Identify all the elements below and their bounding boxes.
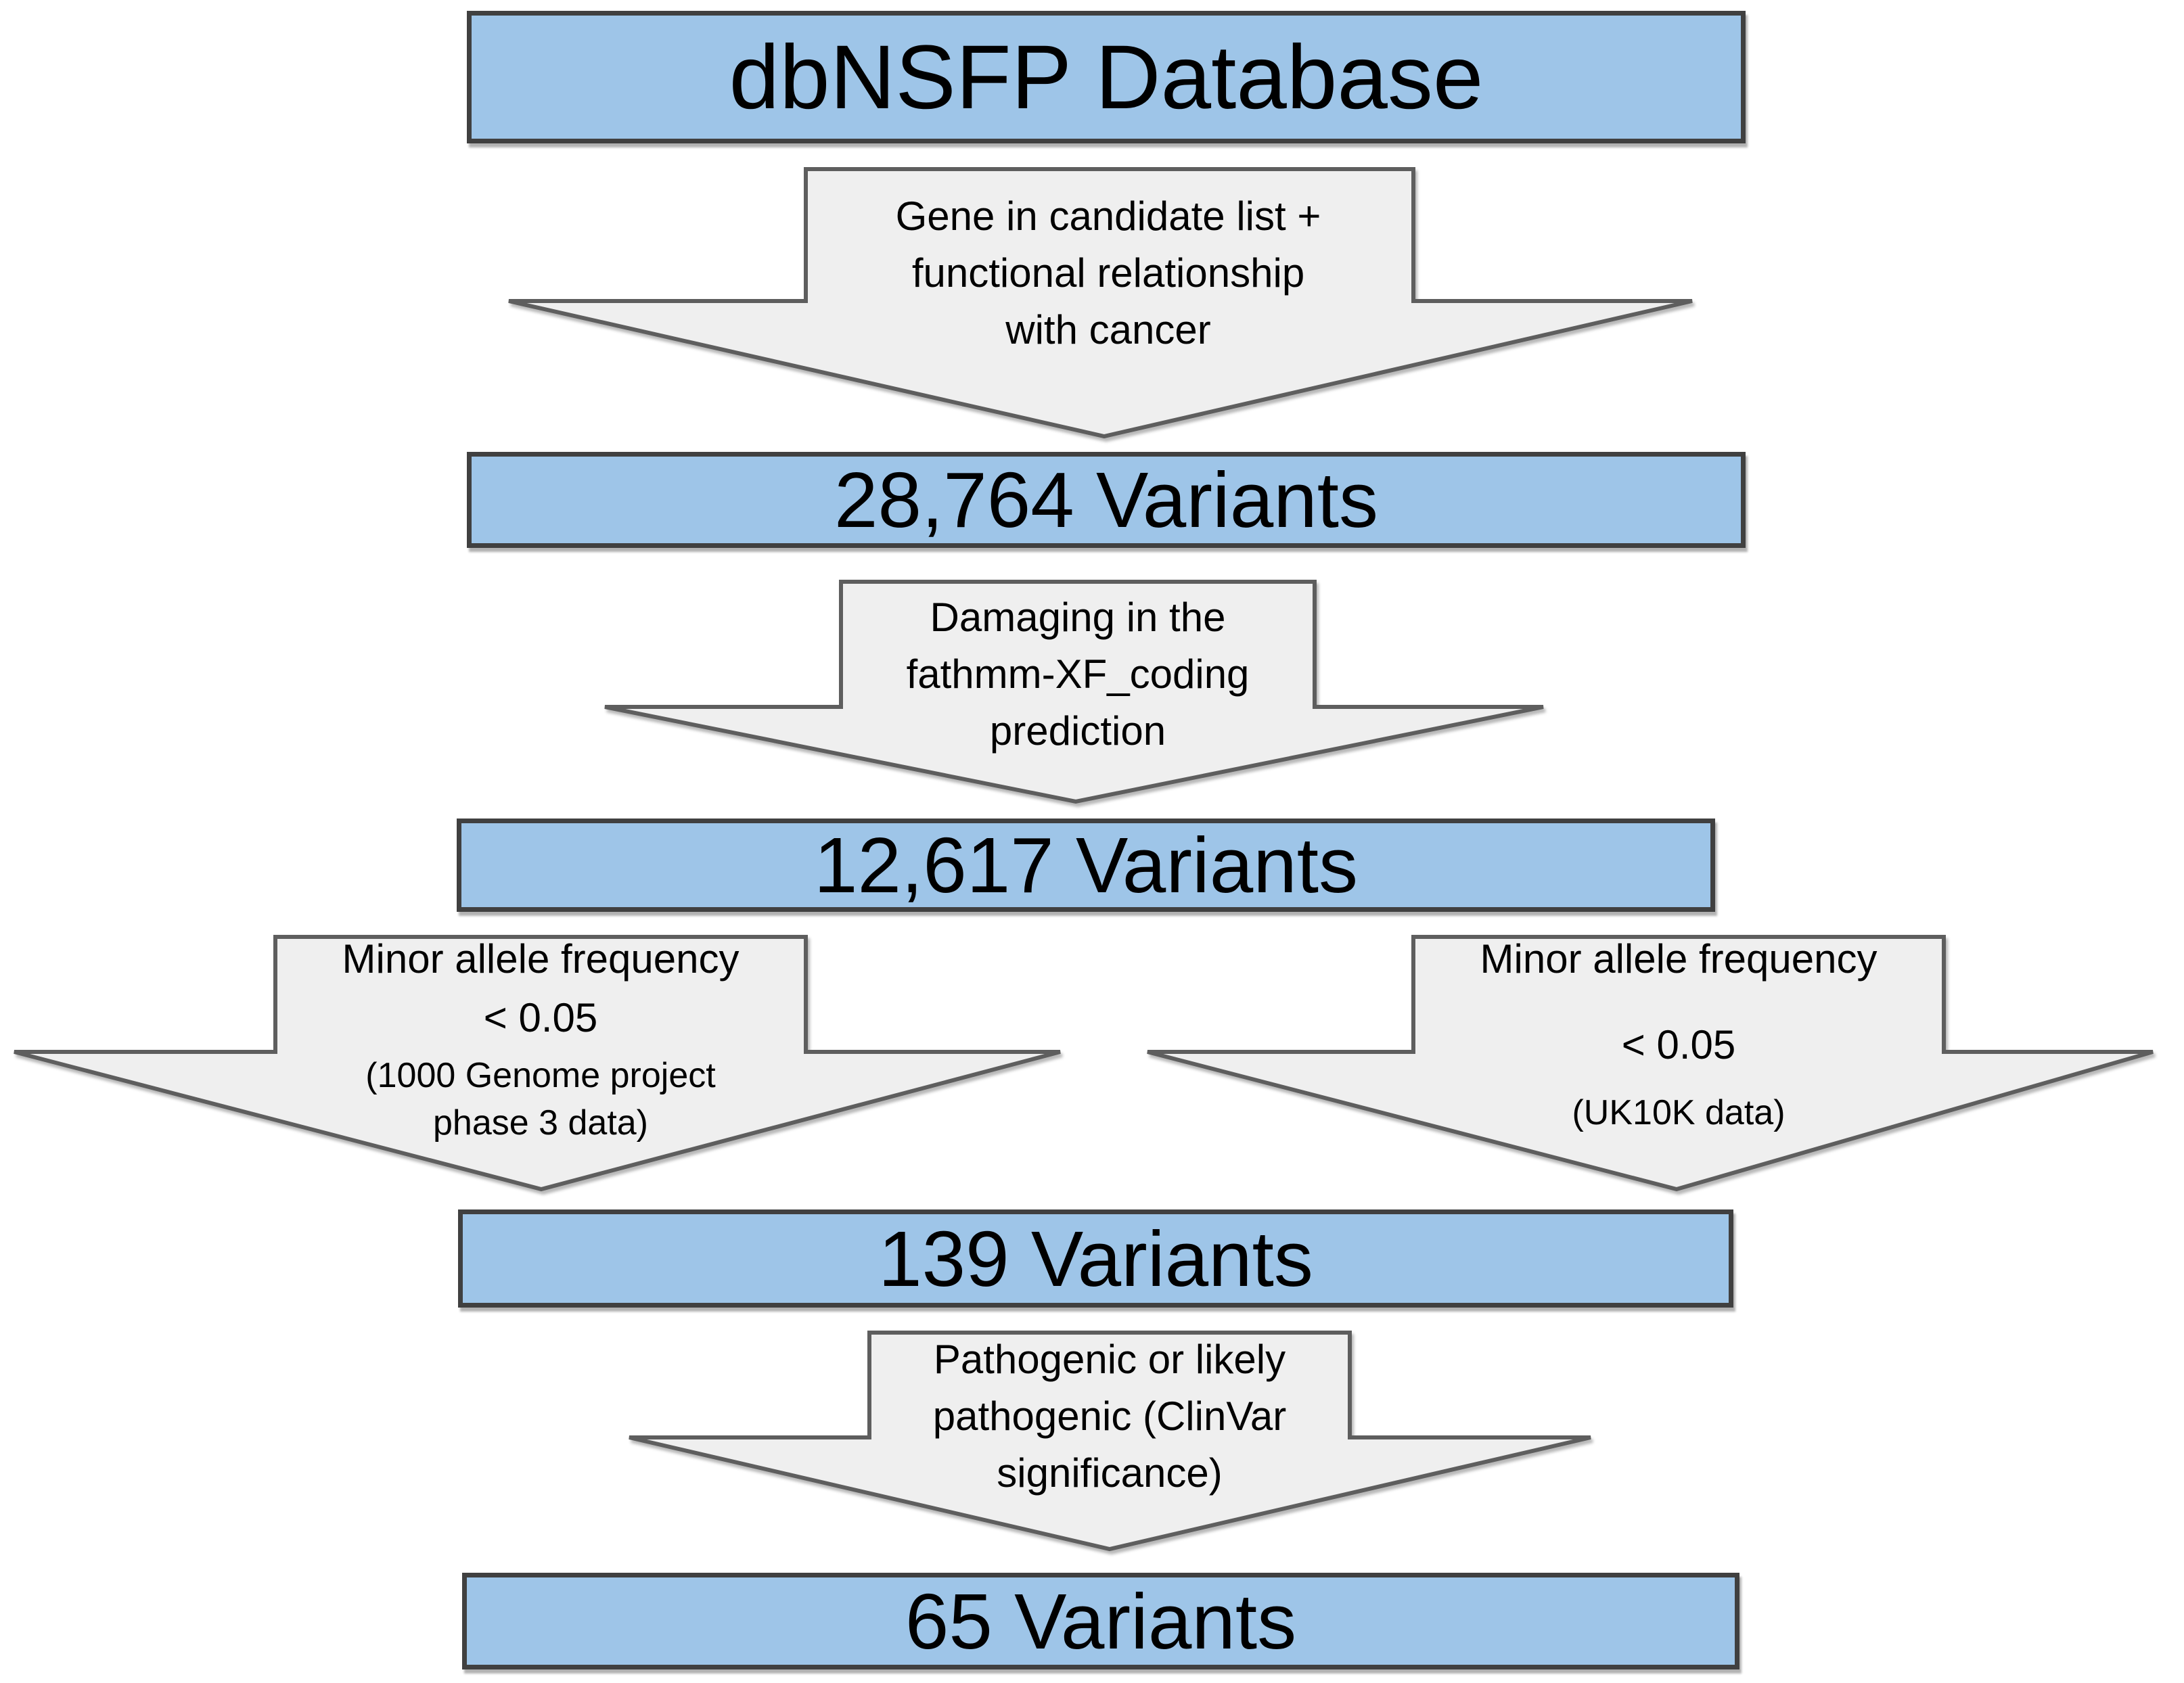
- down-arrow-maf-uk10k-filter: [1147, 935, 2154, 1192]
- filter-line: fathmm-XF_coding: [906, 651, 1250, 697]
- node-label: dbNSFP Database: [729, 26, 1484, 128]
- filter-line: (1000 Genome project: [365, 1056, 716, 1095]
- filter-candidate-gene-label: Gene in candidate list + functional rela…: [567, 188, 1650, 359]
- filter-line: Minor allele frequency: [342, 936, 740, 982]
- filter-line: Pathogenic or likely: [933, 1337, 1286, 1382]
- filter-maf-1000g-label: Minor allele frequency < 0.05 (1000 Geno…: [67, 931, 1014, 1201]
- filter-line: Gene in candidate list +: [895, 193, 1321, 239]
- filter-line: Minor allele frequency: [1480, 936, 1878, 982]
- node-label: 139 Variants: [878, 1214, 1313, 1303]
- node-variants-12617: 12,617 Variants: [457, 819, 1715, 912]
- node-label: 65 Variants: [905, 1577, 1297, 1665]
- node-variants-28764: 28,764 Variants: [467, 452, 1746, 548]
- filter-line: Damaging in the: [930, 595, 1226, 640]
- node-variants-139: 139 Variants: [458, 1209, 1733, 1308]
- filter-line: < 0.05: [1621, 1022, 1736, 1067]
- filter-line: prediction: [989, 708, 1166, 754]
- filter-maf-uk10k-label: Minor allele frequency < 0.05 (UK10K dat…: [1205, 931, 2152, 1174]
- filter-line: with cancer: [1005, 307, 1211, 352]
- down-arrow-clinvar-filter: [629, 1331, 1591, 1552]
- down-arrow-fathmm-filter: [604, 580, 1544, 804]
- node-dbnsfp-database: dbNSFP Database: [467, 11, 1746, 143]
- filter-line: functional relationship: [911, 250, 1305, 296]
- node-label: 12,617 Variants: [814, 821, 1358, 909]
- down-arrow-candidate-gene-filter: [508, 167, 1693, 439]
- filter-clinvar-label: Pathogenic or likely pathogenic (ClinVar…: [568, 1331, 1651, 1502]
- node-variants-65: 65 Variants: [462, 1573, 1739, 1669]
- filter-line: (UK10K data): [1572, 1093, 1785, 1132]
- node-label: 28,764 Variants: [834, 456, 1378, 544]
- filter-line: < 0.05: [483, 995, 598, 1040]
- filter-line: significance): [997, 1450, 1223, 1496]
- filter-fathmm-label: Damaging in the fathmm-XF_coding predict…: [537, 589, 1619, 760]
- filter-line: phase 3 data): [432, 1103, 649, 1143]
- down-arrow-maf-1000g-filter: [14, 935, 1061, 1192]
- filter-line: pathogenic (ClinVar: [932, 1393, 1287, 1439]
